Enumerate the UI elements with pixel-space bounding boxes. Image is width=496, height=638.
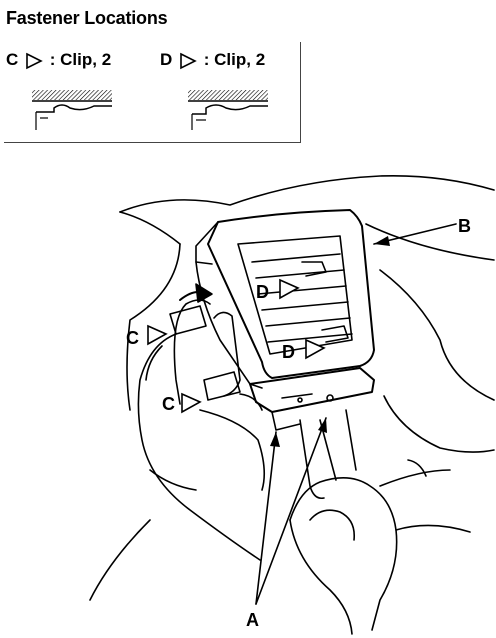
callout-a-label: A xyxy=(246,610,259,630)
callout-d-label-lower: D xyxy=(282,342,295,362)
callout-a-leader-1 xyxy=(255,431,277,605)
legend-text-d: : Clip, 2 xyxy=(203,50,266,69)
clip-c-detail-drawing xyxy=(32,90,112,130)
clip-d-lower xyxy=(321,325,349,343)
right-hand xyxy=(289,409,471,635)
callout-b-label: B xyxy=(458,216,471,236)
callout-a-leader-2 xyxy=(255,417,327,605)
marker-c-upper-icon xyxy=(147,324,168,346)
fastener-legend: C : Clip, 2 D : Clip, 2 xyxy=(4,42,301,143)
legend-letter-d: D xyxy=(160,50,173,69)
marker-d-lower-icon xyxy=(305,338,326,360)
clip-d-detail-drawing xyxy=(188,90,268,130)
callout-d-label-upper: D xyxy=(256,282,269,302)
pull-direction-arrow xyxy=(179,283,213,303)
clip-d-upper xyxy=(301,261,327,277)
dashboard-outline xyxy=(119,174,495,453)
marker-c-lower-icon xyxy=(181,392,202,414)
callout-c-label-lower: C xyxy=(162,394,175,414)
callout-c-label-upper: C xyxy=(126,328,139,348)
legend-item-d: D : Clip, 2 xyxy=(160,50,265,70)
marker-d-upper-icon xyxy=(279,278,300,300)
legend-text-c: : Clip, 2 xyxy=(49,50,112,69)
triangle-d-icon xyxy=(180,52,197,69)
legend-letter-c: C xyxy=(6,50,19,69)
page-title: Fastener Locations xyxy=(6,8,168,28)
left-hand xyxy=(89,299,266,601)
triangle-c-icon xyxy=(26,52,43,69)
legend-item-c: C : Clip, 2 xyxy=(6,50,111,70)
